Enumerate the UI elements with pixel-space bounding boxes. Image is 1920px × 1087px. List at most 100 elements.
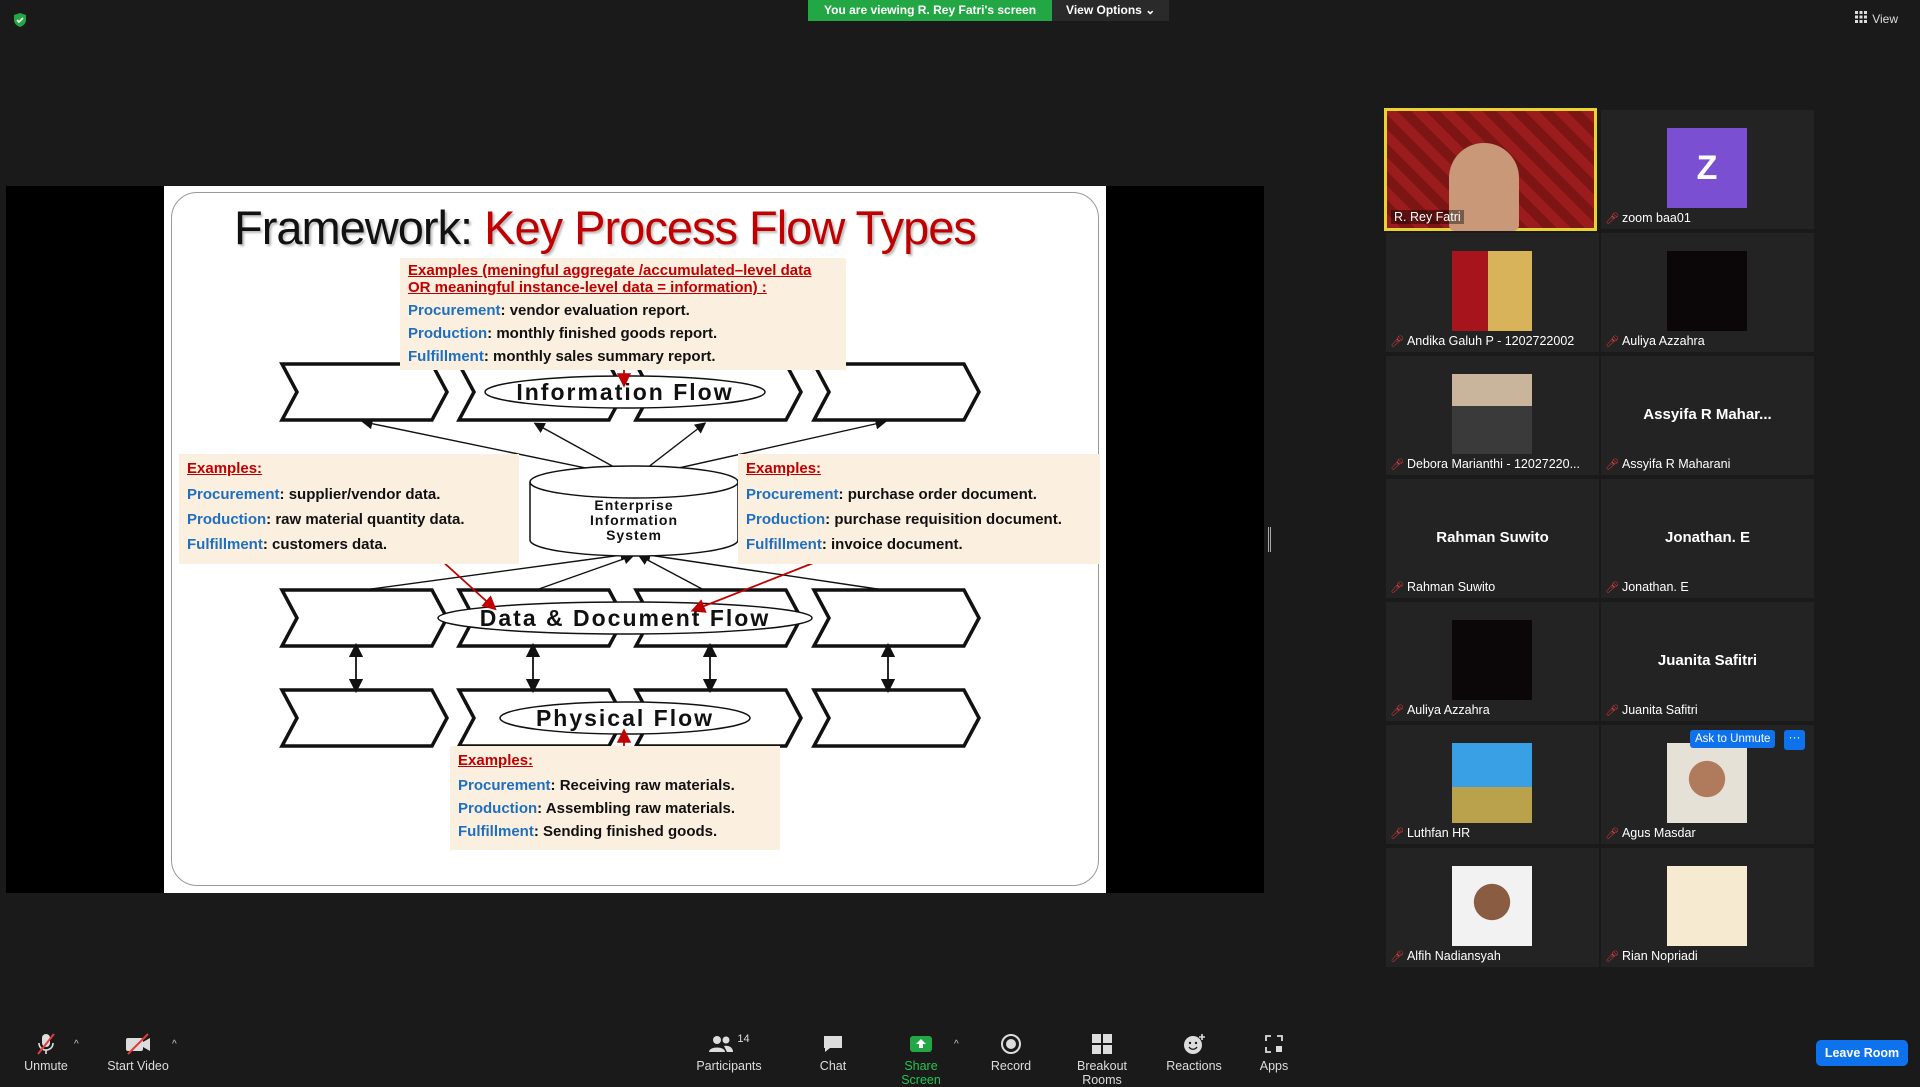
panel-resize-handle[interactable]	[1268, 527, 1271, 552]
participants-button[interactable]: 14 Participants	[693, 1032, 765, 1073]
participant-center-name: Assyifa R Mahar...	[1643, 406, 1772, 423]
participant-name-text: Auliya Azzahra	[1621, 334, 1705, 348]
participant-name-text: Rian Nopriadi	[1621, 949, 1698, 963]
participant-tile[interactable]: Juanita Safitri 🎤︎Juanita Safitri	[1601, 602, 1814, 721]
reactions-label: Reactions	[1166, 1059, 1222, 1073]
right-examples-box: Examples: Procurement: purchase order do…	[738, 454, 1100, 564]
participant-name: 🎤︎Auliya Azzahra	[1605, 334, 1705, 348]
bottom-examples-box: Examples: Procurement: Receiving raw mat…	[450, 746, 780, 850]
start-video-button[interactable]: Start Video	[106, 1032, 170, 1073]
right-example-fulfillment: Fulfillment: invoice document.	[746, 536, 1092, 553]
avatar: Z	[1667, 128, 1747, 208]
presentation-slide: Framework: Key Process Flow Types	[164, 186, 1106, 893]
share-options-caret[interactable]: ^	[954, 1039, 959, 1050]
participant-name-text: Luthfan HR	[1406, 826, 1471, 840]
meeting-toolbar: Unmute ^ Start Video ^ 14 Participants C…	[0, 1022, 1920, 1087]
eis-line2: Information	[590, 512, 678, 528]
video-options-caret[interactable]: ^	[172, 1039, 177, 1050]
audio-options-caret[interactable]: ^	[74, 1039, 79, 1050]
unmute-button[interactable]: Unmute	[22, 1032, 70, 1073]
example-value: : monthly finished goods report.	[487, 325, 718, 342]
participant-tile[interactable]: Rahman Suwito 🎤︎Rahman Suwito	[1386, 479, 1599, 598]
participant-tile[interactable]: Assyifa R Mahar... 🎤︎Assyifa R Maharani	[1601, 356, 1814, 475]
example-key: Fulfillment	[746, 536, 822, 553]
speaker-figure	[1449, 143, 1519, 231]
participant-tile[interactable]: 🎤︎Luthfan HR	[1386, 725, 1599, 844]
example-value: : Assembling raw materials.	[537, 800, 736, 817]
bottom-example-fulfillment: Fulfillment: Sending finished goods.	[458, 823, 772, 840]
breakout-rooms-button[interactable]: Breakout Rooms	[1058, 1032, 1146, 1087]
avatar	[1452, 866, 1532, 946]
participant-name: 🎤︎Rian Nopriadi	[1605, 949, 1698, 963]
mic-muted-icon: 🎤︎	[1605, 704, 1619, 717]
participant-tile[interactable]: Jonathan. E 🎤︎Jonathan. E	[1601, 479, 1814, 598]
mic-muted-icon: 🎤︎	[1390, 458, 1404, 471]
breakout-rooms-label: Breakout Rooms	[1076, 1059, 1128, 1087]
info-flow-label: Information Flow	[516, 379, 734, 405]
top-example-production: Production: monthly finished goods repor…	[408, 325, 838, 342]
participant-name-text: Auliya Azzahra	[1406, 703, 1490, 717]
example-key: Production	[746, 511, 826, 528]
participant-tile[interactable]: R. Rey Fatri	[1384, 108, 1597, 231]
avatar	[1667, 743, 1747, 823]
top-example-procurement: Procurement: vendor evaluation report.	[408, 302, 838, 319]
participant-tile[interactable]: 🎤︎Debora Marianthi - 12027220...	[1386, 356, 1599, 475]
bottom-examples-header: Examples:	[458, 752, 534, 769]
view-button[interactable]: View	[1855, 11, 1898, 26]
share-screen-icon	[884, 1032, 958, 1056]
example-key: Fulfillment	[408, 348, 484, 365]
share-screen-button[interactable]: Share Screen	[884, 1032, 958, 1087]
chat-label: Chat	[819, 1059, 847, 1073]
participant-tile[interactable]: 🎤︎Rian Nopriadi	[1601, 848, 1814, 967]
mic-muted-icon: 🎤︎	[1605, 581, 1619, 594]
participant-tile[interactable]: 🎤︎Auliya Azzahra	[1386, 602, 1599, 721]
flow-diagram	[279, 362, 981, 772]
mic-muted-icon: 🎤︎	[1605, 212, 1619, 225]
reactions-icon	[1166, 1032, 1222, 1056]
participant-name-text: Andika Galuh P - 1202722002	[1406, 334, 1575, 348]
participant-tile[interactable]: 🎤︎Alfih Nadiansyah	[1386, 848, 1599, 967]
shared-screen[interactable]: Framework: Key Process Flow Types	[6, 186, 1264, 893]
mic-muted-icon: 🎤︎	[1605, 827, 1619, 840]
view-options-button[interactable]: View Options ⌄	[1052, 0, 1170, 21]
mic-muted-icon: 🎤︎	[1390, 581, 1404, 594]
more-options-button[interactable]: ···	[1784, 730, 1805, 750]
avatar	[1667, 251, 1747, 331]
ask-to-unmute-button[interactable]: Ask to Unmute	[1690, 730, 1776, 748]
physical-flow-label: Physical Flow	[535, 705, 715, 731]
record-button[interactable]: Record	[990, 1032, 1032, 1073]
left-example-production: Production: raw material quantity data.	[187, 511, 511, 528]
example-value: : customers data.	[262, 536, 388, 553]
participant-tile[interactable]: Z 🎤︎zoom baa01	[1601, 110, 1814, 229]
participant-name: R. Rey Fatri	[1391, 210, 1464, 224]
example-key: Production	[187, 511, 267, 528]
participant-tile[interactable]: 🎤︎Agus Masdar	[1601, 725, 1814, 844]
reactions-button[interactable]: Reactions	[1166, 1032, 1222, 1073]
example-value: : purchase order document.	[838, 486, 1037, 503]
chevron-down-icon: ⌄	[1145, 3, 1156, 17]
example-key: Production	[458, 800, 538, 817]
apps-button[interactable]: Apps	[1256, 1032, 1292, 1073]
participant-name: 🎤︎Jonathan. E	[1605, 580, 1689, 594]
left-example-procurement: Procurement: supplier/vendor data.	[187, 486, 511, 503]
participant-tile[interactable]: 🎤︎Auliya Azzahra	[1601, 233, 1814, 352]
participant-name-text: Rahman Suwito	[1406, 580, 1496, 594]
mic-muted-icon: 🎤︎	[1605, 950, 1619, 963]
example-value: : monthly sales summary report.	[483, 348, 716, 365]
chat-button[interactable]: Chat	[813, 1032, 853, 1073]
bottom-example-production: Production: Assembling raw materials.	[458, 800, 772, 817]
title-red: Key Process Flow Types	[484, 201, 977, 254]
participant-tile[interactable]: 🎤︎Andika Galuh P - 1202722002	[1386, 233, 1599, 352]
security-shield-icon[interactable]	[12, 12, 28, 33]
leave-room-button[interactable]: Leave Room	[1816, 1040, 1908, 1066]
title-black: Framework:	[234, 201, 485, 254]
record-label: Record	[990, 1059, 1032, 1073]
eis-label: Enterprise Information System	[544, 498, 724, 543]
example-key: Procurement	[458, 777, 551, 794]
participant-name: 🎤︎Agus Masdar	[1605, 826, 1696, 840]
participant-name: 🎤︎Juanita Safitri	[1605, 703, 1698, 717]
mic-muted-icon: 🎤︎	[1390, 704, 1404, 717]
flow-ovals	[437, 375, 813, 735]
screen-share-banner: You are viewing R. Rey Fatri's screen Vi…	[808, 0, 1170, 21]
participant-name: 🎤︎Alfih Nadiansyah	[1390, 949, 1501, 963]
